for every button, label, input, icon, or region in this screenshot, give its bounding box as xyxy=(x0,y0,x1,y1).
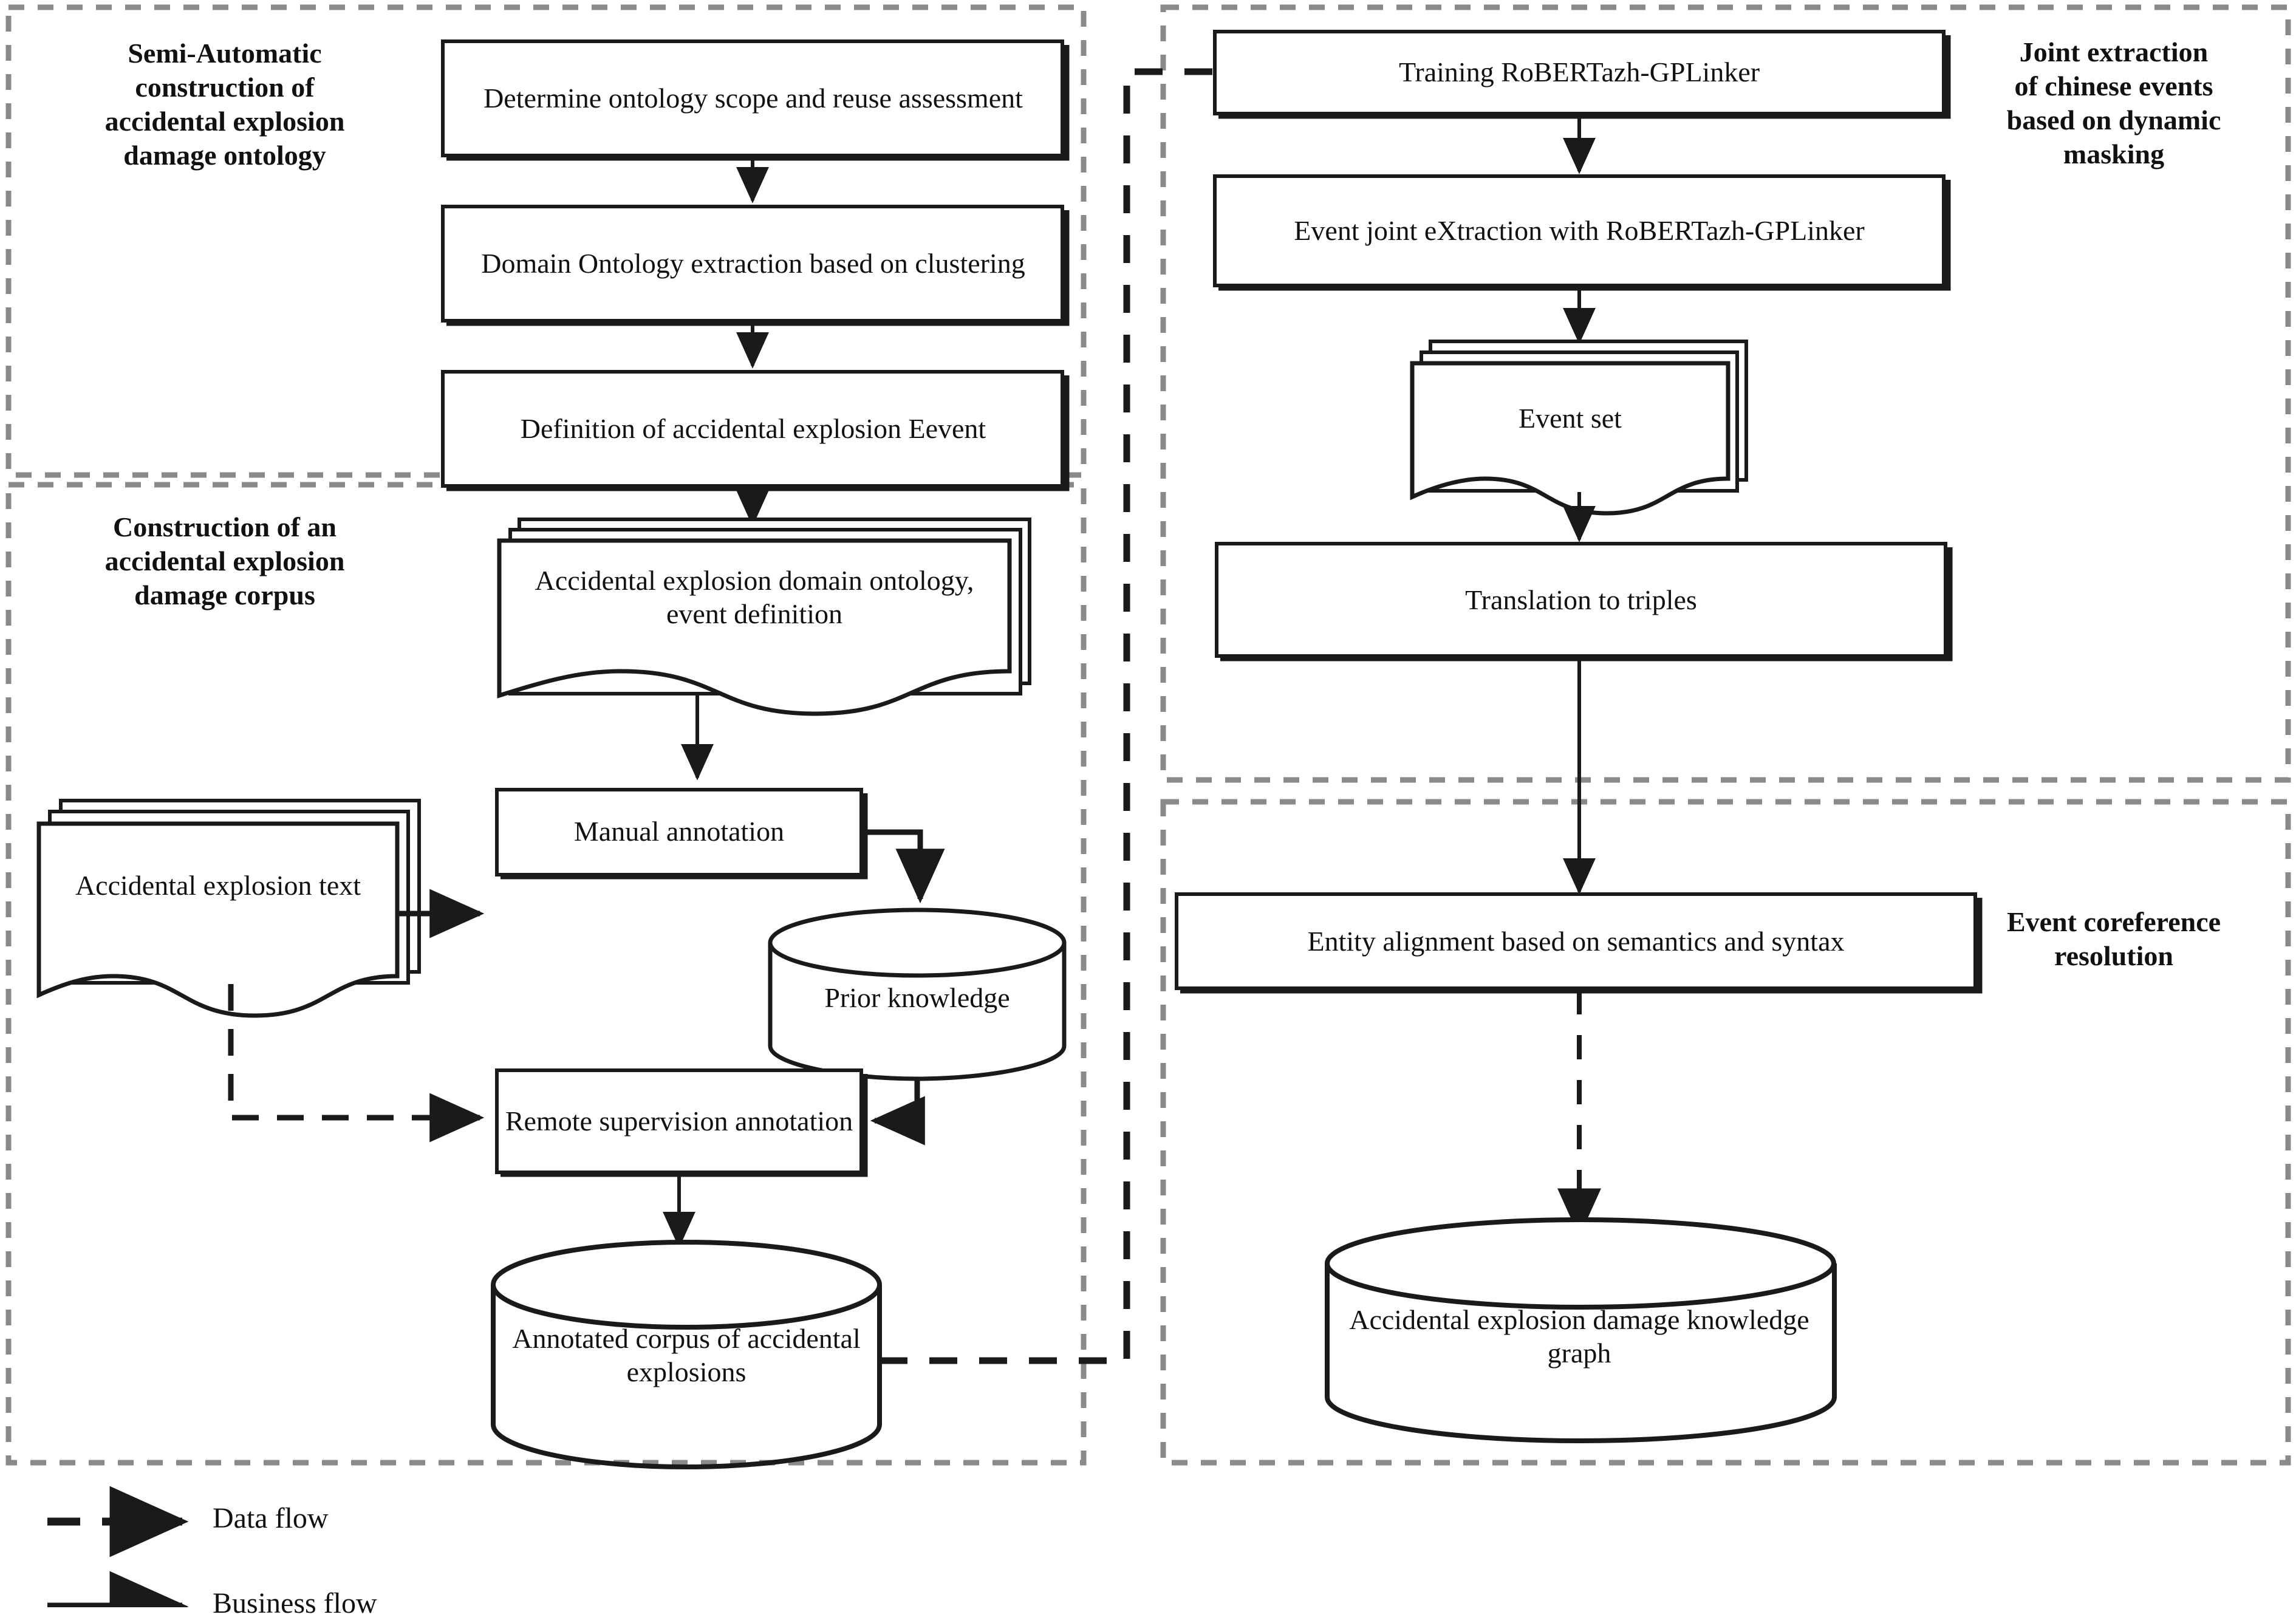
label-prior-knowledge: Prior knowledge xyxy=(824,982,1010,1014)
legend-label-business-flow: Business flow xyxy=(213,1587,377,1619)
label-translation-triples: Translation to triples xyxy=(1465,584,1697,616)
node-translation-triples xyxy=(1215,542,1953,661)
label-entity-alignment: Entity alignment based on semantics and … xyxy=(1307,926,1845,957)
label-remote-supervision: Remote supervision annotation xyxy=(505,1106,853,1137)
label-event-set: Event set xyxy=(1519,403,1622,434)
panel-title-corpus: Construction of an accidental explosion … xyxy=(104,511,345,611)
label-manual-annotation: Manual annotation xyxy=(573,816,785,847)
node-entity-alignment xyxy=(1175,892,1983,994)
label-determine-scope: Determine ontology scope and reuse asses… xyxy=(483,83,1023,114)
node-explosion-text-doc xyxy=(36,799,421,1018)
node-event-set xyxy=(1410,340,1748,516)
legend-label-data-flow: Data flow xyxy=(213,1502,329,1534)
node-domain-ontology-doc xyxy=(497,518,1031,716)
label-event-joint-extraction: Event joint eXtraction with RoBERTazh-GP… xyxy=(1294,215,1865,247)
label-domain-ontology: Domain Ontology extraction based on clus… xyxy=(481,248,1025,279)
panel-title-coreference: Event coreference resolution xyxy=(2006,906,2221,972)
node-manual-annotation xyxy=(495,788,868,880)
label-definition-event: Definition of accidental explosion Eeven… xyxy=(520,413,986,445)
node-annotated-corpus xyxy=(491,1240,882,1470)
node-event-joint-extraction xyxy=(1213,174,1951,291)
label-domain-ontology-doc: Accidental explosion domain ontology, ev… xyxy=(535,564,974,629)
arrow-prior-to-remote xyxy=(870,1079,925,1146)
panel-title-joint-extraction: Joint extraction of chinese events based… xyxy=(2006,36,2221,170)
label-annotated-corpus: Annotated corpus of accidental explosion… xyxy=(512,1322,861,1387)
label-knowledge-graph: Accidental explosion damage knowledge gr… xyxy=(1349,1304,1809,1369)
panel-title-ontology: Semi-Automatic construction of accidenta… xyxy=(104,38,345,171)
node-training-gplinker xyxy=(1213,30,1951,119)
label-explosion-text-doc: Accidental explosion text xyxy=(75,870,361,901)
node-determine-scope xyxy=(441,39,1070,161)
node-definition-event xyxy=(441,370,1070,491)
node-prior-knowledge xyxy=(768,907,1067,1081)
panel-border-coreference xyxy=(1160,799,2291,1466)
node-remote-supervision xyxy=(495,1068,868,1177)
label-training-gplinker: Training RoBERTazh-GPLinker xyxy=(1398,56,1760,88)
node-knowledge-graph xyxy=(1325,1217,1837,1444)
panel-border-joint-extraction xyxy=(1160,4,2291,783)
arrow-manual-to-prior xyxy=(861,829,945,904)
